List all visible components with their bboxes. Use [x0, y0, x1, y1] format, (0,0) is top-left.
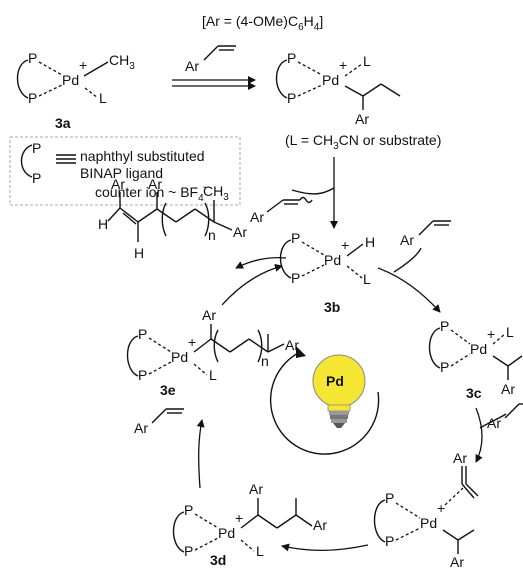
svg-text:P: P — [385, 490, 394, 506]
svg-text:L: L — [363, 53, 371, 69]
released-alkene: Ar — [250, 187, 335, 225]
complex-styrene-coordinated: Ar P P Pd + Ar — [373, 450, 479, 570]
svg-text:CH3: CH3 — [109, 52, 135, 72]
polymer-product: Ar H H Ar n CH3 Ar — [98, 176, 247, 261]
svg-text:Ar: Ar — [355, 111, 369, 127]
svg-text:Ar: Ar — [134, 420, 148, 436]
svg-text:L: L — [363, 271, 371, 287]
svg-text:P: P — [440, 359, 449, 375]
svg-text:Ar: Ar — [501, 381, 515, 397]
svg-text:P: P — [440, 318, 449, 334]
svg-text:+: + — [79, 57, 87, 73]
svg-text:P: P — [287, 50, 296, 66]
svg-text:P: P — [287, 90, 296, 106]
compound-label-3a: 3a — [55, 115, 71, 131]
svg-text:P: P — [28, 90, 37, 106]
complex-3a: P P Pd + CH3 L — [16, 50, 135, 106]
substrate-styrene-lower-right: Ar — [487, 403, 523, 431]
arrow-3d-to-3e — [196, 419, 205, 489]
svg-text:P: P — [291, 270, 300, 286]
svg-text:H: H — [98, 216, 108, 232]
svg-text:P: P — [184, 502, 193, 518]
svg-text:n: n — [208, 227, 216, 243]
svg-text:H: H — [365, 234, 375, 250]
arrow-to-product — [235, 256, 287, 269]
compound-label-3b: 3b — [324, 299, 340, 315]
svg-text:Pd: Pd — [420, 515, 437, 531]
svg-text:Ar: Ar — [202, 307, 216, 323]
substrate-styrene-left: Ar — [134, 408, 184, 436]
svg-text:Ar: Ar — [185, 58, 199, 74]
ar-definition: [Ar = (4-OMe)C6H4] — [202, 13, 323, 33]
svg-text:P: P — [28, 50, 37, 66]
svg-text:Ar: Ar — [450, 554, 464, 570]
svg-text:n: n — [261, 353, 269, 369]
svg-text:Ar: Ar — [233, 224, 247, 240]
substrate-styrene-right: Ar — [400, 220, 451, 248]
compound-label-3d: 3d — [210, 552, 226, 568]
svg-text:Ar: Ar — [250, 209, 264, 225]
svg-text:P: P — [138, 326, 147, 342]
svg-text:Pd: Pd — [171, 349, 188, 365]
svg-text:L: L — [256, 543, 264, 559]
bulb-label: Pd — [326, 373, 344, 389]
arrow-3b-to-3c — [377, 267, 441, 313]
svg-text:Ar: Ar — [249, 481, 263, 497]
svg-text:+: + — [437, 500, 445, 516]
svg-text:Ar: Ar — [148, 176, 162, 192]
svg-text:+: + — [235, 510, 243, 526]
svg-text:P: P — [138, 367, 147, 383]
compound-label-3e: 3e — [160, 382, 176, 398]
svg-text:CH3: CH3 — [203, 183, 229, 203]
svg-text:Ar: Ar — [285, 337, 299, 353]
svg-text:counter ion ~ BF4-: counter ion ~ BF4- — [95, 182, 206, 204]
svg-text:P: P — [32, 170, 41, 186]
arrow-3e-to-3b — [221, 263, 283, 306]
svg-text:P: P — [385, 533, 394, 549]
substrate-styrene-top: Ar — [185, 45, 236, 74]
svg-text:L: L — [209, 367, 217, 383]
svg-text:Ar: Ar — [400, 232, 414, 248]
svg-text:Pd: Pd — [62, 72, 79, 88]
palladium-bulb-icon: Pd — [269, 346, 380, 455]
svg-text:P: P — [291, 230, 300, 246]
svg-text:L: L — [506, 324, 514, 340]
svg-text:Pd: Pd — [218, 525, 235, 541]
svg-text:L: L — [99, 90, 107, 106]
svg-text:P: P — [184, 543, 193, 559]
svg-text:naphthyl substituted: naphthyl substituted — [80, 148, 205, 164]
svg-text:+: + — [339, 57, 347, 73]
compound-label-3c: 3c — [466, 385, 482, 401]
svg-text:+: + — [487, 326, 495, 342]
complex-3b: P P Pd + H L — [279, 230, 375, 287]
svg-text:Pd: Pd — [324, 252, 341, 268]
svg-text:+: + — [341, 237, 349, 253]
ligand-definition: (L = CH3CN or substrate) — [285, 132, 441, 152]
svg-text:+: + — [188, 334, 196, 350]
svg-text:Ar: Ar — [313, 517, 327, 533]
complex-3e: P P Pd + L Ar n Ar — [126, 307, 299, 383]
svg-text:BINAP ligand: BINAP ligand — [80, 165, 163, 181]
svg-text:Pd: Pd — [322, 72, 339, 88]
svg-text:Ar: Ar — [453, 450, 467, 466]
complex-3d: P P Pd + L Ar Ar — [172, 481, 327, 559]
svg-text:H: H — [134, 245, 144, 261]
complex-3c: P P Pd + L Ar — [428, 318, 523, 397]
complex-alkyl-top: P P Pd + L Ar — [275, 50, 401, 127]
svg-text:Pd: Pd — [470, 341, 487, 357]
svg-text:Ar: Ar — [111, 176, 125, 192]
arrow-to-3d — [281, 543, 369, 552]
svg-text:P: P — [32, 140, 41, 156]
arrow-3c-to-coordination — [475, 407, 483, 463]
ligand-legend-box: P P naphthyl substituted BINAP ligand co… — [9, 136, 241, 206]
